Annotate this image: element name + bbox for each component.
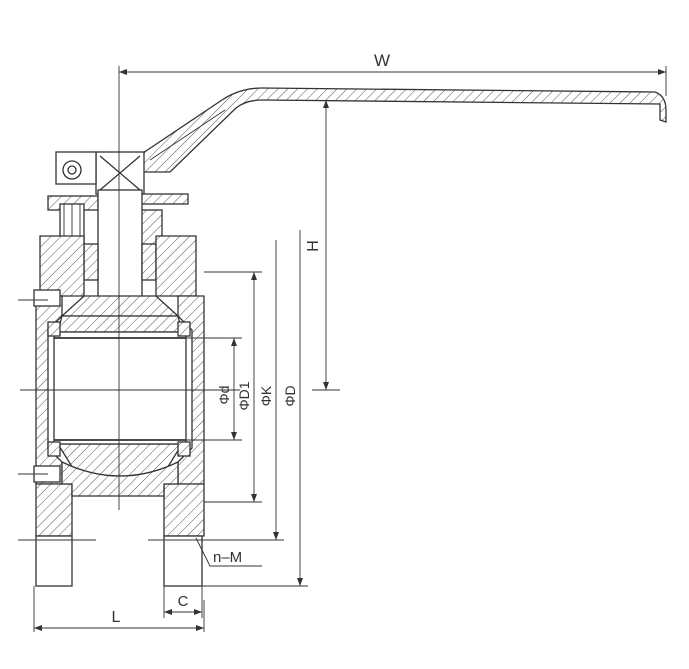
label-d1: ΦD1: [236, 381, 252, 410]
body-left: [33, 289, 73, 587]
dimension-big-d: ΦD: [202, 230, 308, 587]
dimension-d: Φd: [186, 337, 242, 441]
label-c: C: [178, 593, 189, 610]
body-bottom: [61, 460, 179, 497]
dimension-h: H: [305, 100, 340, 391]
dimension-k: ΦK: [204, 240, 284, 541]
label-h: H: [305, 240, 322, 252]
label-k: ΦK: [258, 385, 274, 406]
dimension-l: L: [33, 586, 205, 632]
label-n-m: n–M: [213, 549, 242, 566]
dimension-w: W: [119, 51, 667, 96]
label-l: L: [112, 609, 121, 626]
label-big-d: ΦD: [282, 385, 298, 406]
handle-lever: [139, 87, 667, 173]
dimension-n-m: n–M: [195, 537, 262, 567]
label-d: Φd: [216, 386, 232, 405]
center-lines: [18, 66, 240, 541]
body-right: [163, 295, 205, 587]
dimension-c: C: [163, 586, 203, 618]
label-w: W: [374, 51, 390, 70]
ball: [47, 315, 191, 477]
dimension-d1: ΦD1: [204, 271, 262, 503]
